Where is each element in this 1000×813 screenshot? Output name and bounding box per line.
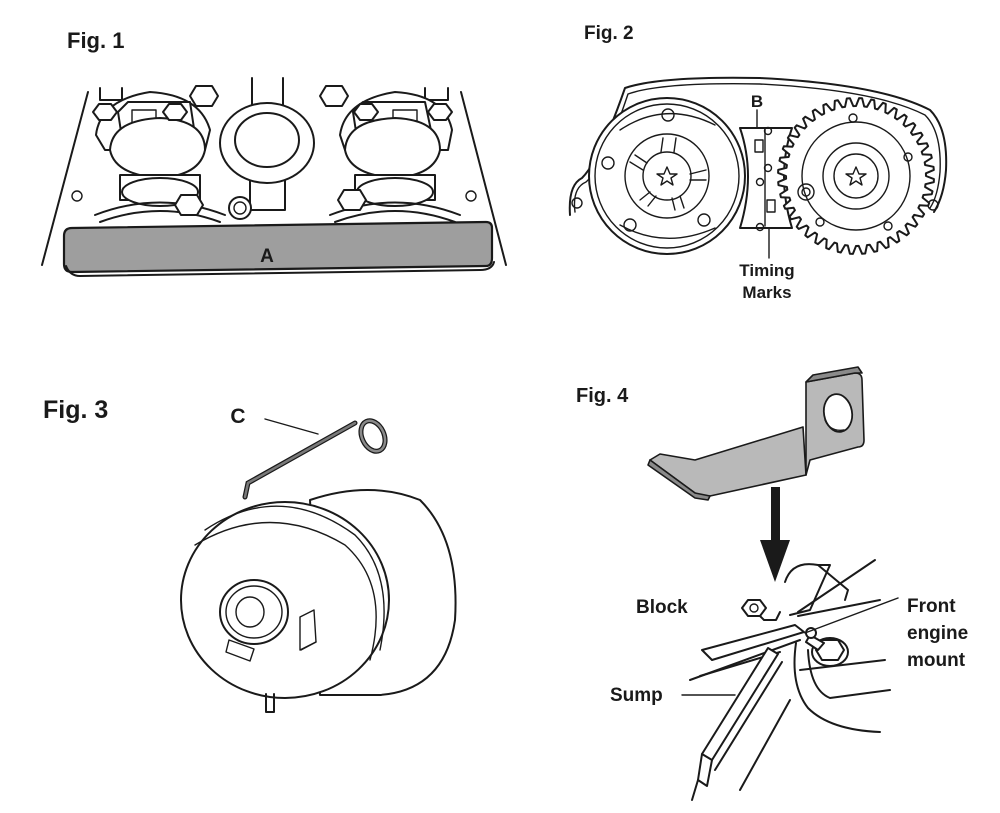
callout-timing-marks-line1: Timing	[739, 261, 794, 280]
sprocket-teeth	[777, 97, 935, 255]
left-camshaft-sprocket	[588, 97, 746, 255]
callout-timing-marks-line2: Marks	[742, 283, 791, 302]
timing-cover-outline	[568, 76, 948, 216]
dowel-hole-right	[465, 190, 477, 202]
callout-front-engine-mount-line2: engine	[907, 623, 968, 644]
callout-c: C	[230, 405, 245, 428]
callout-a: A	[260, 246, 274, 267]
bolt-icon	[353, 103, 379, 121]
cylinder-head-outline	[41, 77, 507, 266]
locking-pin-c	[242, 418, 388, 500]
block-bolt	[741, 599, 767, 617]
engine-block-area	[689, 559, 891, 801]
front-mount-leader	[804, 597, 899, 634]
bolts	[92, 85, 453, 216]
callout-sump: Sump	[610, 685, 663, 706]
callout-front-engine-mount-line1: Front	[907, 596, 956, 617]
fig1-diagram: A	[41, 77, 507, 277]
bolt-icon	[427, 103, 453, 121]
star-icon	[845, 166, 867, 186]
callout-front-engine-mount-line3: mount	[907, 650, 966, 671]
fig4-title: Fig. 4	[576, 385, 629, 407]
insert-arrow-icon	[760, 487, 790, 582]
fig3-title: Fig. 3	[43, 396, 109, 424]
right-camshaft-sprocket	[777, 97, 935, 255]
fig4-diagram: Block Front engine mount Sump	[610, 366, 968, 801]
fig2-title: Fig. 2	[584, 23, 634, 44]
alignment-plate-tool-a: A	[62, 220, 495, 277]
dowel-hole-left	[71, 190, 83, 202]
bolt-icon	[174, 194, 204, 216]
star-icon	[656, 166, 678, 186]
bolt-icon	[189, 85, 219, 107]
center-ring	[219, 102, 315, 220]
bolt-icon	[319, 85, 349, 107]
bolt-icon	[92, 103, 118, 121]
fig1-title: Fig. 1	[67, 28, 125, 53]
bolt-icon	[337, 189, 367, 211]
tensioner-front-face	[180, 501, 390, 713]
fig2-diagram: B Timing Marks	[568, 76, 948, 302]
fig3-diagram: C	[180, 405, 457, 713]
callout-b: B	[751, 92, 763, 111]
bolt-icon	[162, 103, 188, 121]
callout-block: Block	[636, 597, 688, 618]
crankshaft-locking-tool	[647, 366, 865, 501]
